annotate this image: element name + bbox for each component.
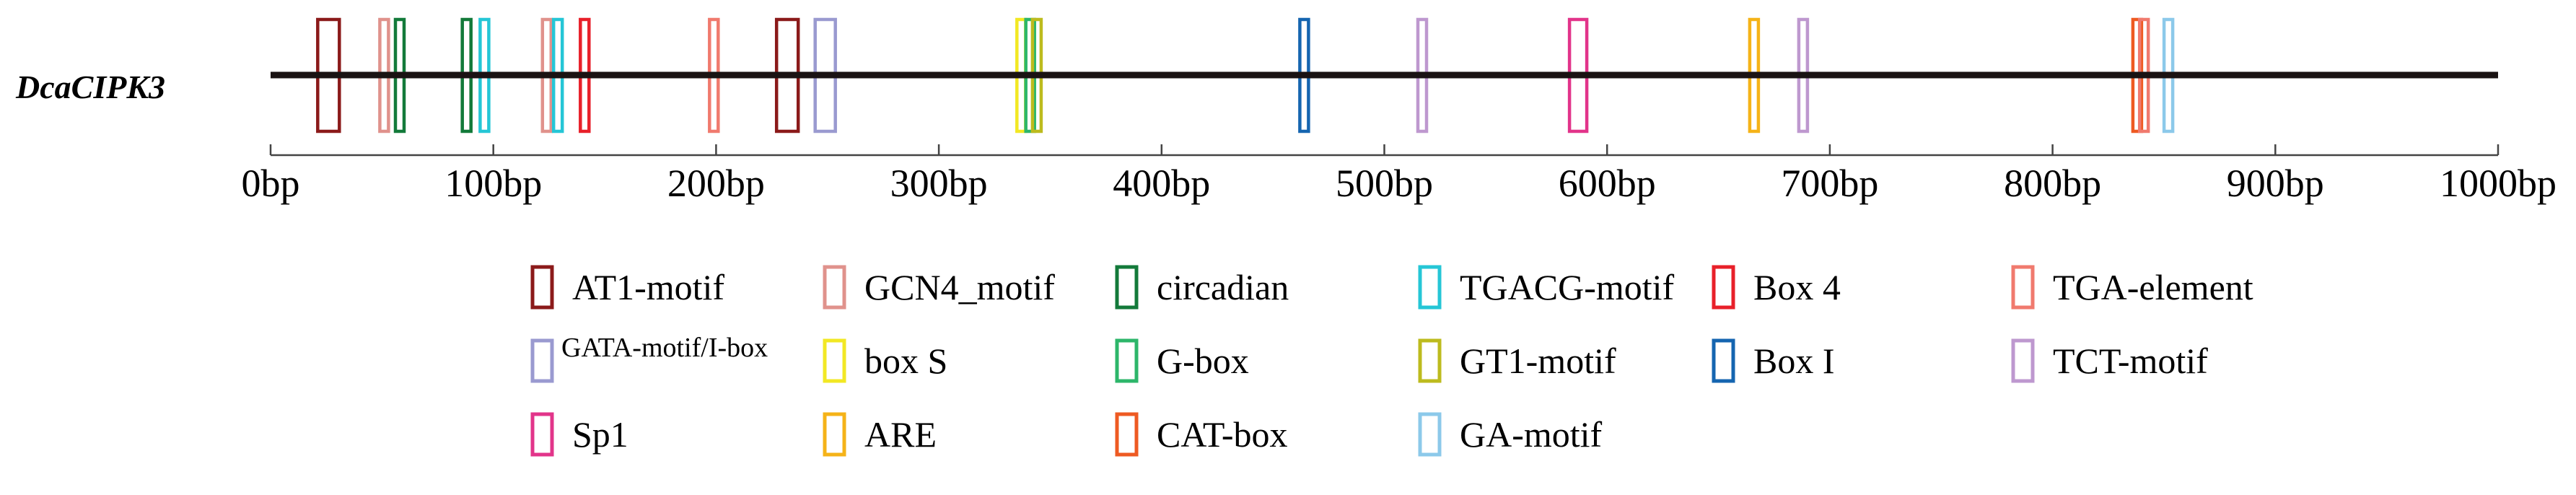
legend-swatch xyxy=(1418,265,1442,310)
legend-label: box S xyxy=(864,341,947,381)
legend-swatch xyxy=(1712,338,1735,383)
legend-label: Box I xyxy=(1753,341,1835,381)
axis-tick-label: 900bp xyxy=(2227,162,2324,205)
legend-label: GCN4_motif xyxy=(864,267,1055,307)
legend-label: TGA-element xyxy=(2053,267,2253,307)
legend-swatch xyxy=(2011,265,2035,310)
axis-tick-label: 100bp xyxy=(444,162,542,205)
legend-label: circadian xyxy=(1157,267,1289,307)
legend-swatch xyxy=(530,412,554,457)
legend-swatch xyxy=(1712,265,1735,310)
axis-tick-label: 800bp xyxy=(2004,162,2101,205)
axis-tick-label: 200bp xyxy=(667,162,765,205)
axis-tick-label: 300bp xyxy=(890,162,988,205)
axis-ticks: 0bp 100bp 200bp 300bp 400bp 500bp 600bp 700bp 80… xyxy=(242,144,2557,205)
axis-tick-label: 700bp xyxy=(1781,162,1878,205)
legend-label: ARE xyxy=(864,414,937,455)
axis-tick-label: 600bp xyxy=(1559,162,1656,205)
legend-swatch xyxy=(823,338,846,383)
legend-swatch xyxy=(530,338,554,383)
axis-tick-label: 0bp xyxy=(242,162,300,205)
legend-label: AT1-motif xyxy=(572,267,724,307)
legend-label: G-box xyxy=(1157,341,1249,381)
legend-label: GT1-motif xyxy=(1460,341,1616,381)
legend-swatch xyxy=(1115,265,1139,310)
axis-tick-label: 400bp xyxy=(1113,162,1210,205)
legend-swatch xyxy=(823,412,846,457)
legend-swatch xyxy=(1418,412,1442,457)
gene-name-label: DcaCIPK3 xyxy=(15,69,165,105)
axis-tick-label: 1000bp xyxy=(2440,162,2557,205)
legend-label: Box 4 xyxy=(1753,267,1841,307)
legend-label: GATA-motif/I-box xyxy=(561,333,768,363)
legend-swatch xyxy=(1115,412,1139,457)
legend-swatch xyxy=(1115,338,1139,383)
legend-label: GA-motif xyxy=(1460,414,1603,455)
legend-label: CAT-box xyxy=(1157,414,1288,455)
position-axis: 0bp 100bp 200bp 300bp 400bp 500bp 600bp 700bp 80… xyxy=(242,144,2557,205)
legend-label: Sp1 xyxy=(572,414,628,455)
legend-swatch xyxy=(1418,338,1442,383)
legend-label: TCT-motif xyxy=(2053,341,2208,381)
legend-swatch xyxy=(530,265,554,310)
legend-swatch xyxy=(823,265,846,310)
legend-label: TGACG-motif xyxy=(1460,267,1675,307)
axis-tick-label: 500bp xyxy=(1336,162,1433,205)
legend-swatch xyxy=(2011,338,2035,383)
